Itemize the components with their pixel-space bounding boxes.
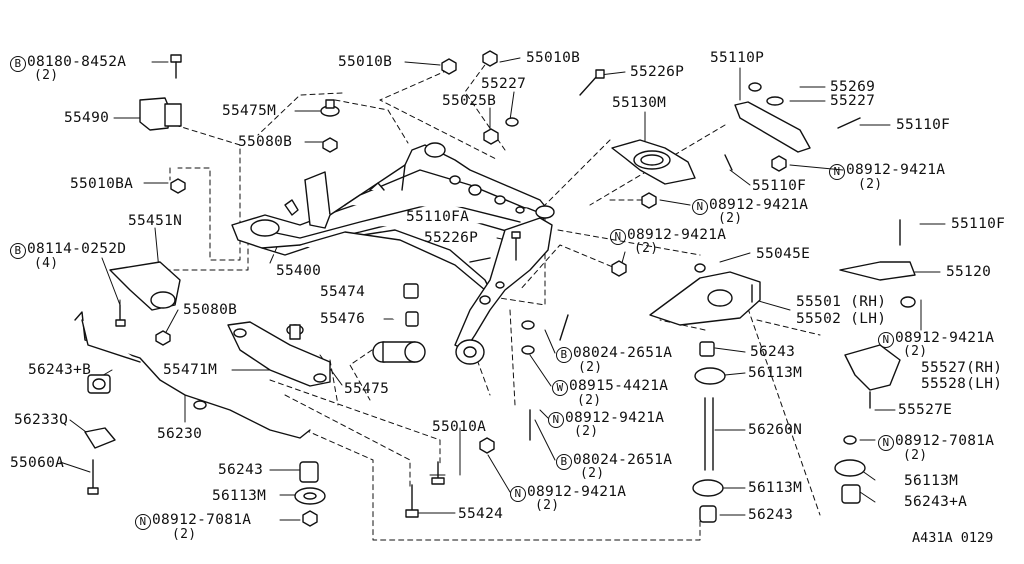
callout-56243-B: 56243+B: [28, 362, 92, 378]
callout-55045E: 55045E: [756, 246, 811, 262]
callout-55110F: 55110F: [951, 216, 1006, 232]
callout-55528-lh: 55528(LH): [921, 376, 1003, 392]
callout-qty: (2): [903, 448, 928, 463]
callout-qty: (2): [535, 498, 560, 513]
callout-56230: 56230: [157, 426, 203, 442]
callout-55130M: 55130M: [612, 95, 667, 111]
callout-55269: 55269: [830, 79, 876, 95]
callout-55010B: 55010B: [526, 50, 581, 66]
callout-55475: 55475: [344, 381, 390, 397]
callout-56243-A: 56243+A: [904, 494, 968, 510]
callout-qty: (2): [172, 527, 197, 542]
callout-55110FA: 55110FA: [406, 209, 470, 225]
callout-55060A: 55060A: [10, 455, 65, 471]
nut-symbol-icon: N: [510, 486, 526, 502]
callout-qty: (2): [577, 393, 602, 408]
callout-55010B: 55010B: [338, 54, 393, 70]
callout-55227: 55227: [830, 93, 876, 109]
callout-qty: (2): [578, 360, 603, 375]
callout-55025B: 55025B: [442, 93, 497, 109]
nut-symbol-icon: N: [610, 229, 626, 245]
nut-symbol-icon: N: [548, 412, 564, 428]
dashed-guides: [119, 57, 821, 541]
callout-55226P: 55226P: [630, 64, 685, 80]
callout-55527-rh: 55527(RH): [921, 360, 1003, 376]
diagram-reference-code: A431A 0129: [912, 530, 994, 546]
callout-55527E: 55527E: [898, 402, 953, 418]
callout-56260N: 56260N: [748, 422, 803, 438]
nut-symbol-icon: N: [878, 332, 894, 348]
callout-55120: 55120: [946, 264, 992, 280]
callout-qty: (2): [858, 177, 883, 192]
callout-qty: (2): [634, 241, 659, 256]
callout-55226P: 55226P: [424, 230, 479, 246]
callout-56243: 56243: [750, 344, 796, 360]
callout-qty: (2): [718, 211, 743, 226]
nut-symbol-icon: N: [692, 199, 708, 215]
callout-55080B: 55080B: [238, 134, 293, 150]
callout-55475M: 55475M: [222, 103, 277, 119]
bolt-symbol-icon: B: [556, 454, 572, 470]
callout-55110F: 55110F: [896, 117, 951, 133]
callout-55474: 55474: [320, 284, 366, 300]
callout-56113M: 56113M: [904, 473, 959, 489]
nut-symbol-icon: N: [878, 435, 894, 451]
callout-55501-rh: 55501 (RH): [796, 294, 887, 310]
callout-55110P: 55110P: [710, 50, 765, 66]
small-parts: [74, 50, 916, 527]
callout-qty: (2): [903, 344, 928, 359]
callout-55010A: 55010A: [432, 419, 487, 435]
callout-56233Q: 56233Q: [14, 412, 69, 428]
callout-qty: (4): [34, 256, 59, 271]
callout-55471M: 55471M: [163, 362, 218, 378]
callout-qty: (2): [34, 68, 59, 83]
bolt-symbol-icon: B: [10, 243, 26, 259]
callout-55227: 55227: [481, 76, 527, 92]
callout-56113M: 56113M: [212, 488, 267, 504]
callout-qty: (2): [580, 466, 605, 481]
callout-55080B: 55080B: [183, 302, 238, 318]
callout-qty: (2): [574, 424, 599, 439]
washer-symbol-icon: W: [552, 380, 568, 396]
bolt-symbol-icon: B: [10, 56, 26, 72]
callout-55010BA: 55010BA: [70, 176, 134, 192]
callout-56113M: 56113M: [748, 365, 803, 381]
callout-56243: 56243: [748, 507, 794, 523]
callout-55490: 55490: [64, 110, 110, 126]
callout-55451N: 55451N: [128, 213, 183, 229]
callout-55400: 55400: [276, 263, 322, 279]
callout-55424: 55424: [458, 506, 504, 522]
bolt-symbol-icon: B: [556, 347, 572, 363]
callout-55476: 55476: [320, 311, 366, 327]
rear-subframe: [231, 142, 555, 365]
nut-symbol-icon: N: [135, 514, 151, 530]
callout-56113M: 56113M: [748, 480, 803, 496]
callout-55110F: 55110F: [752, 178, 807, 194]
nut-symbol-icon: N: [829, 164, 845, 180]
callout-56243: 56243: [218, 462, 264, 478]
callout-55502-lh: 55502 (LH): [796, 311, 887, 327]
